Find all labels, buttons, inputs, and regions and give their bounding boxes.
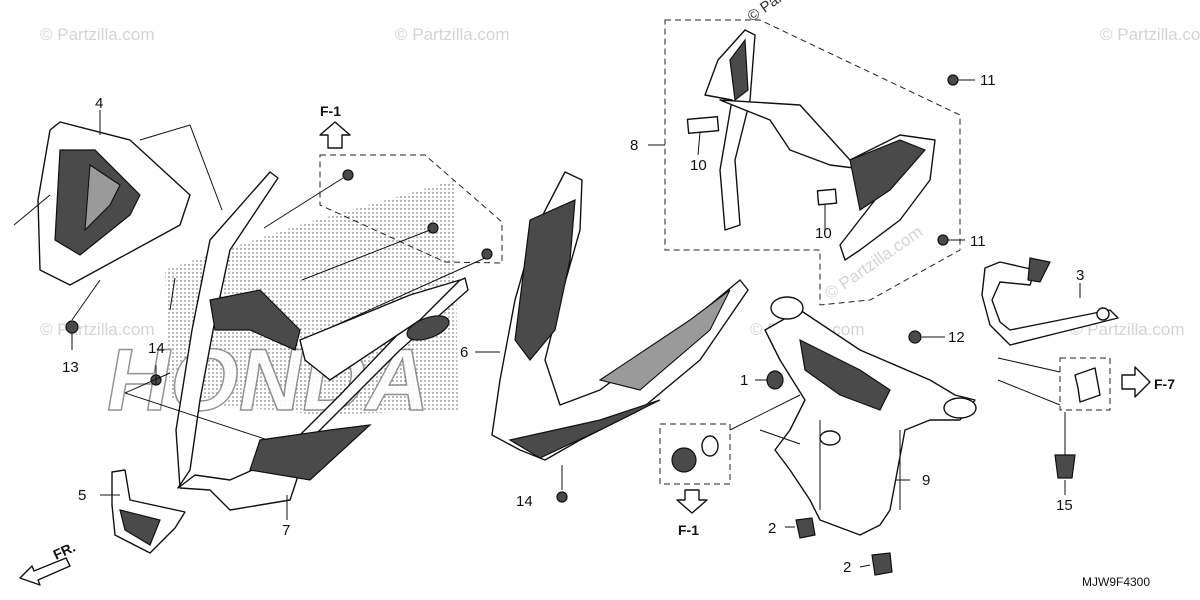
callout-7: 7 xyxy=(282,522,290,539)
callout-3: 3 xyxy=(1076,267,1084,284)
callout-12: 12 xyxy=(948,329,965,346)
callout-2a: 2 xyxy=(768,520,776,537)
dashed-guides xyxy=(319,19,961,306)
callout-13: 13 xyxy=(62,359,79,376)
callout-9: 9 xyxy=(922,472,930,489)
part-7-cowl[interactable] xyxy=(175,171,469,511)
part-1-rubber[interactable] xyxy=(766,370,784,390)
callouts: 4 13 14 5 7 6 14 8 10 10 11 11 12 1 2 2 … xyxy=(62,72,1084,576)
callout-10b: 10 xyxy=(815,225,832,242)
part-9-stay[interactable] xyxy=(764,296,977,536)
part-4-cover[interactable] xyxy=(37,121,191,286)
watermark-3: © Partzilla.com xyxy=(1100,25,1200,44)
callout-11b: 11 xyxy=(970,233,986,250)
ref-f7-label: F-7 xyxy=(1154,376,1175,392)
callout-5: 5 xyxy=(78,487,86,504)
watermark-1: © Partzilla.com xyxy=(40,25,155,44)
part-6-inner-cover[interactable] xyxy=(491,171,749,461)
callout-6: 6 xyxy=(460,344,468,361)
arrow-down-icon xyxy=(676,489,708,514)
screws xyxy=(65,74,959,503)
ref-f1-top[interactable]: F-1 xyxy=(319,103,351,149)
arrow-right-icon xyxy=(1121,366,1151,398)
callout-2b: 2 xyxy=(843,559,851,576)
ref-f1-bottom[interactable]: F-1 xyxy=(676,489,708,538)
part-5-panel[interactable] xyxy=(111,469,186,554)
callout-14a: 14 xyxy=(148,340,165,357)
diagram-code: MJW9F4300 xyxy=(1082,575,1150,589)
ref-f1-top-label: F-1 xyxy=(320,103,341,119)
grommet-detail[interactable] xyxy=(659,423,731,485)
front-label: FR. xyxy=(51,539,78,563)
part-8-bracket[interactable] xyxy=(686,29,936,261)
background-logo-text: HONDA xyxy=(99,331,439,429)
callout-1: 1 xyxy=(740,372,748,389)
arrow-up-icon xyxy=(319,121,351,149)
part-2-grommet-a[interactable] xyxy=(795,517,816,539)
callout-10a: 10 xyxy=(690,157,707,174)
ref-f7[interactable]: F-7 xyxy=(1121,366,1175,398)
watermark-2: © Partzilla.com xyxy=(395,25,510,44)
part-2-grommet-b[interactable] xyxy=(871,552,893,576)
callout-11a: 11 xyxy=(980,72,996,89)
watermark-7: © Partzilla.com xyxy=(745,0,838,25)
ref-f1-bottom-label: F-1 xyxy=(678,522,699,538)
part-3-stay[interactable] xyxy=(981,257,1119,346)
front-arrow-icon xyxy=(19,557,71,586)
watermark-6: © Partzilla.com xyxy=(1070,320,1185,339)
callout-4: 4 xyxy=(95,95,103,112)
callout-14b: 14 xyxy=(516,493,533,510)
background-logo: HONDA xyxy=(99,180,458,430)
callout-8: 8 xyxy=(630,137,638,154)
callout-15: 15 xyxy=(1056,497,1073,514)
front-direction: FR. xyxy=(19,539,78,586)
leader-lines xyxy=(13,79,1081,568)
part-15-detail[interactable] xyxy=(1054,357,1111,479)
